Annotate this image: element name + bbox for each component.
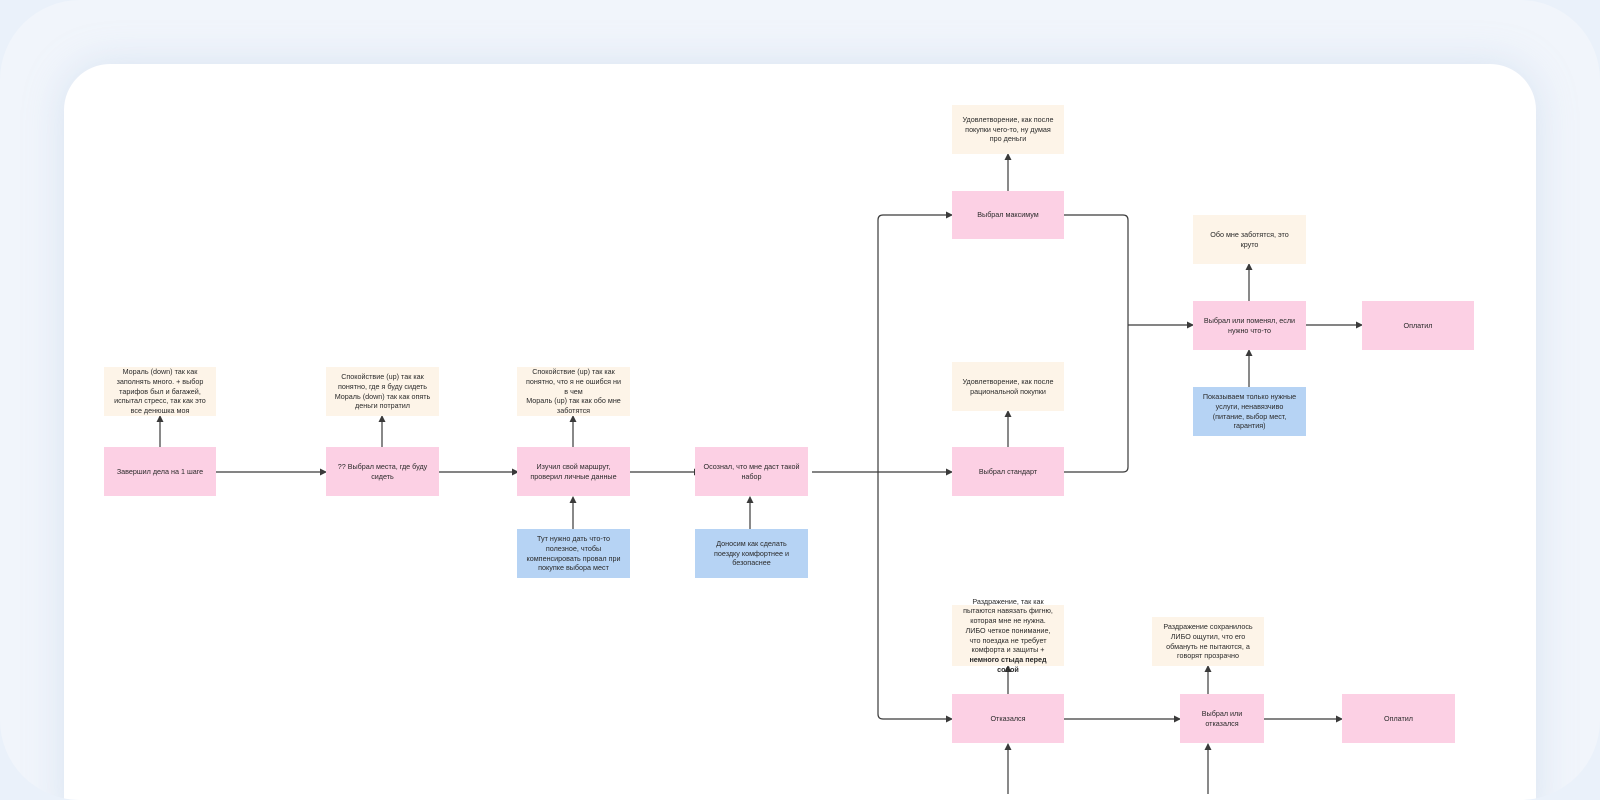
step-paid-bottom[interactable]: Оплатил xyxy=(1342,694,1455,743)
emotion-note-transparent[interactable]: Раздражение сохранилось ЛИБО ощутил, что… xyxy=(1152,617,1264,666)
connectors xyxy=(156,153,1363,794)
idea-note-compensate[interactable]: Тут нужно дать что-то полезное, чтобы ко… xyxy=(517,529,630,578)
emotion-note-2[interactable]: Спокойствие (up) так как понятно, где я … xyxy=(326,367,439,416)
step-chose-maximum[interactable]: Выбрал максимум xyxy=(952,191,1064,239)
connector-split-max xyxy=(877,211,953,472)
step-realized-bundle[interactable]: Осознал, что мне даст такой набор xyxy=(695,447,808,496)
connector-max-merge xyxy=(1064,214,1129,325)
step-refused[interactable]: Отказался xyxy=(952,694,1064,743)
step-chose-standard[interactable]: Выбрал стандарт xyxy=(952,447,1064,496)
board-canvas[interactable]: Завершил дела на 1 шаге ?? Выбрал места,… xyxy=(64,64,1536,800)
emotion-note-refused[interactable]: Раздражение, так как пытаются навязать ф… xyxy=(952,597,1064,674)
emotion-refused-plain: Раздражение, так как пытаются навязать ф… xyxy=(963,596,1053,655)
idea-note-comfort[interactable]: Доносим как сделать поездку комфортнее и… xyxy=(695,529,808,578)
emotion-note-3[interactable]: Спокойствие (up) так как понятно, что я … xyxy=(517,367,630,416)
emotion-note-standard[interactable]: Удовлетворение, как после рациональной п… xyxy=(952,362,1064,411)
step-finished-step-1[interactable]: Завершил дела на 1 шаге xyxy=(104,447,216,496)
step-chose-seats[interactable]: ?? Выбрал места, где буду сидеть xyxy=(326,447,439,496)
step-chose-or-refused[interactable]: Выбрал или отказался xyxy=(1180,694,1264,743)
emotion-refused-text: Раздражение, так как пытаются навязать ф… xyxy=(960,597,1056,675)
step-checked-route[interactable]: Изучил свой маршрут, проверил личные дан… xyxy=(517,447,630,496)
connector-split-ref xyxy=(877,472,953,723)
emotion-refused-bold: немного стыда перед собой xyxy=(969,654,1047,674)
emotion-note-maximum[interactable]: Удовлетворение, как после покупки чего-т… xyxy=(952,105,1064,154)
emotion-note-care[interactable]: Обо мне заботятся, это круто xyxy=(1193,215,1306,264)
step-chose-or-changed[interactable]: Выбрал или поменял, если нужно что-то xyxy=(1193,301,1306,350)
step-paid-top[interactable]: Оплатил xyxy=(1362,301,1474,350)
connector-std-merge xyxy=(1064,325,1129,473)
idea-note-needed-services[interactable]: Показываем только нужные услуги, ненавяз… xyxy=(1193,387,1306,436)
emotion-note-1[interactable]: Мораль (down) так как заполнять много. +… xyxy=(104,367,216,416)
